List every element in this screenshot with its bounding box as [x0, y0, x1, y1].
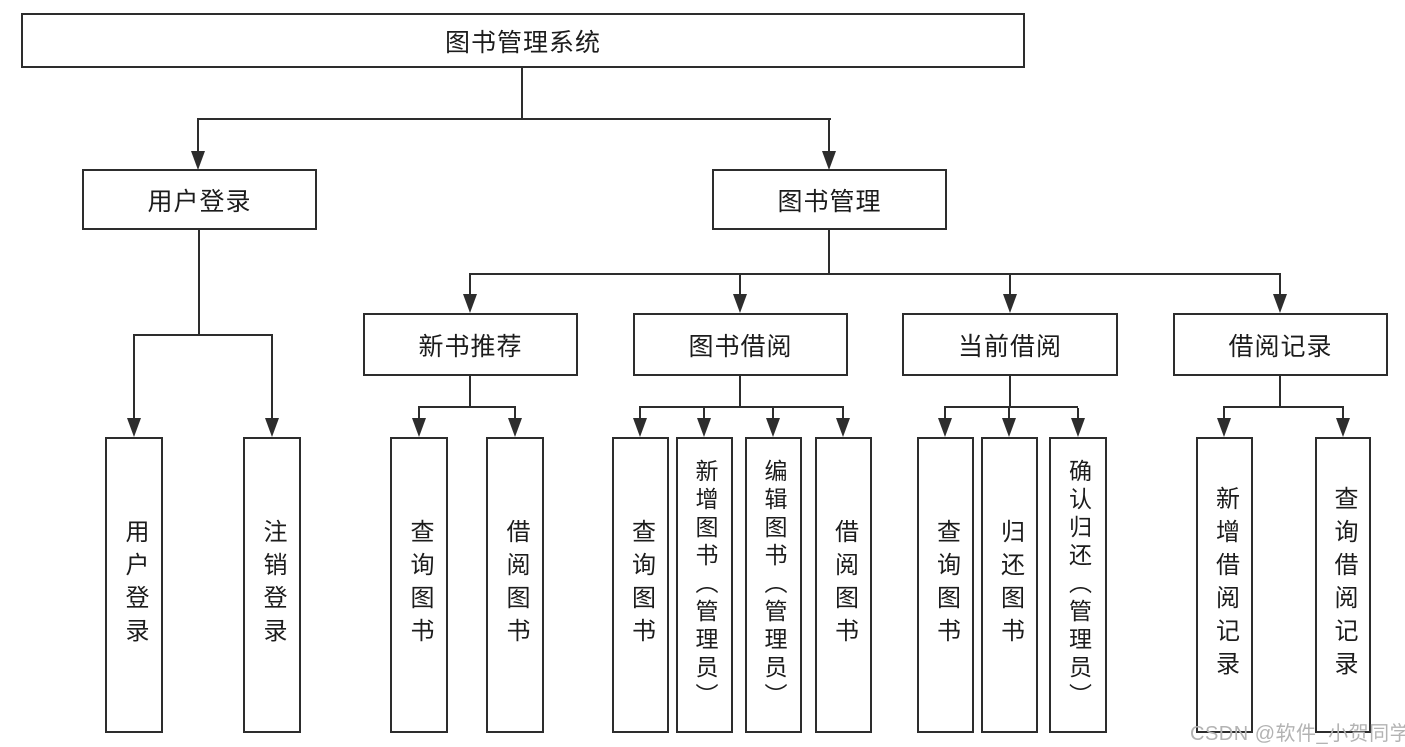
node-borrow-records: 借阅记录	[1173, 313, 1388, 376]
leaf-borrow-books-recommend-label: 借阅图书	[502, 519, 529, 651]
connector-root-bus	[197, 118, 831, 120]
node-current-borrow: 当前借阅	[902, 313, 1118, 376]
arrow-down-icon	[1336, 418, 1350, 437]
leaf-add-books-admin: 新增图书（管理员）	[676, 437, 733, 733]
leaf-query-books-recommend-label: 查询图书	[406, 519, 433, 651]
arrow-down-icon	[822, 151, 836, 170]
leaf-return-books: 归还图书	[981, 437, 1038, 733]
leaf-query-books-current: 查询图书	[917, 437, 974, 733]
connector-book-mgmt-stem	[828, 230, 830, 273]
node-library-system-label: 图书管理系统	[444, 28, 601, 57]
arrow-down-icon	[127, 418, 141, 437]
leaf-borrow-books-recommend: 借阅图书	[486, 437, 544, 733]
connector-current-borrow-bus	[944, 406, 1078, 408]
connector-drop-leaf	[133, 336, 135, 418]
leaf-logout-label: 注销登录	[259, 519, 286, 651]
connector-drop-leaf	[514, 408, 516, 418]
arrow-down-icon	[633, 418, 647, 437]
leaf-add-books-admin-label: 新增图书（管理员）	[692, 459, 718, 711]
leaf-confirm-return-admin: 确认归还（管理员）	[1049, 437, 1107, 733]
leaf-borrow-books-label: 借阅图书	[830, 519, 858, 651]
node-book-mgmt-branch-label: 图书管理	[777, 187, 882, 216]
arrow-down-icon	[1002, 418, 1016, 437]
arrow-down-icon	[1003, 294, 1017, 313]
leaf-user-login-label: 用户登录	[121, 519, 148, 651]
node-book-borrow: 图书借阅	[633, 313, 848, 376]
connector-new-book-bus	[418, 406, 516, 408]
connector-book-borrow-bus	[639, 406, 844, 408]
arrow-down-icon	[938, 418, 952, 437]
leaf-add-borrow-record-label: 新增借阅记录	[1211, 486, 1239, 684]
arrow-down-icon	[1071, 418, 1085, 437]
node-new-book-recommend: 新书推荐	[363, 313, 578, 376]
arrow-down-icon	[766, 418, 780, 437]
leaf-borrow-books: 借阅图书	[815, 437, 872, 733]
connector-drop-leaf	[842, 408, 844, 418]
arrow-down-icon	[265, 418, 279, 437]
leaf-return-books-label: 归还图书	[996, 519, 1024, 651]
leaf-query-borrow-record: 查询借阅记录	[1315, 437, 1371, 733]
connector-drop-leaf	[1008, 408, 1010, 418]
leaf-confirm-return-admin-label: 确认归还（管理员）	[1065, 459, 1092, 711]
connector-current-borrow-stem	[1009, 376, 1011, 406]
connector-drop-leaf	[772, 408, 774, 418]
arrow-down-icon	[1217, 418, 1231, 437]
leaf-add-borrow-record: 新增借阅记录	[1196, 437, 1253, 733]
leaf-query-borrow-record-label: 查询借阅记录	[1330, 486, 1357, 684]
leaf-user-login: 用户登录	[105, 437, 163, 733]
connector-drop-leaf	[1342, 408, 1344, 418]
arrow-down-icon	[508, 418, 522, 437]
node-current-borrow-label: 当前借阅	[957, 332, 1062, 361]
arrow-down-icon	[191, 151, 205, 170]
connector-book-borrow-stem	[739, 376, 741, 406]
connector-drop-book-mgmt	[828, 120, 830, 151]
leaf-edit-books-admin: 编辑图书（管理员）	[745, 437, 802, 733]
connector-book-mgmt-bus	[469, 273, 1281, 275]
node-new-book-recommend-label: 新书推荐	[418, 332, 523, 361]
node-book-borrow-label: 图书借阅	[688, 332, 793, 361]
connector-drop-user-login	[197, 120, 199, 151]
connector-drop-leaf	[639, 408, 641, 418]
connector-drop-leaf	[944, 408, 946, 418]
connector-drop-leaf	[703, 408, 705, 418]
node-library-system: 图书管理系统	[21, 13, 1025, 68]
connector-drop-current-borrow	[1009, 275, 1011, 294]
connector-borrow-records-stem	[1279, 376, 1281, 406]
connector-drop-leaf	[418, 408, 420, 418]
arrow-down-icon	[1273, 294, 1287, 313]
connector-user-login-stem	[198, 230, 200, 334]
node-book-mgmt-branch: 图书管理	[712, 169, 947, 230]
arrow-down-icon	[836, 418, 850, 437]
arrow-down-icon	[697, 418, 711, 437]
csdn-watermark: CSDN @软件_小贺同学	[1190, 723, 1405, 745]
leaf-query-books-current-label: 查询图书	[932, 519, 960, 651]
leaf-edit-books-admin-label: 编辑图书（管理员）	[761, 459, 787, 711]
arrow-down-icon	[463, 294, 477, 313]
arrow-down-icon	[733, 294, 747, 313]
connector-drop-borrow-records	[1279, 275, 1281, 294]
leaf-logout: 注销登录	[243, 437, 301, 733]
connector-borrow-records-bus	[1223, 406, 1344, 408]
connector-drop-book-borrow	[739, 275, 741, 294]
node-user-login-branch-label: 用户登录	[147, 187, 252, 216]
leaf-query-books-borrow-label: 查询图书	[627, 519, 655, 651]
arrow-down-icon	[412, 418, 426, 437]
connector-drop-leaf	[1077, 408, 1079, 418]
connector-new-book-stem	[469, 376, 471, 406]
connector-drop-new-book	[469, 275, 471, 294]
leaf-query-books-recommend: 查询图书	[390, 437, 448, 733]
leaf-query-books-borrow: 查询图书	[612, 437, 669, 733]
connector-drop-leaf	[1223, 408, 1225, 418]
connector-drop-leaf	[271, 336, 273, 418]
node-borrow-records-label: 借阅记录	[1228, 332, 1333, 361]
node-user-login-branch: 用户登录	[82, 169, 317, 230]
connector-root-stem	[521, 68, 523, 120]
connector-user-login-bus	[133, 334, 273, 336]
